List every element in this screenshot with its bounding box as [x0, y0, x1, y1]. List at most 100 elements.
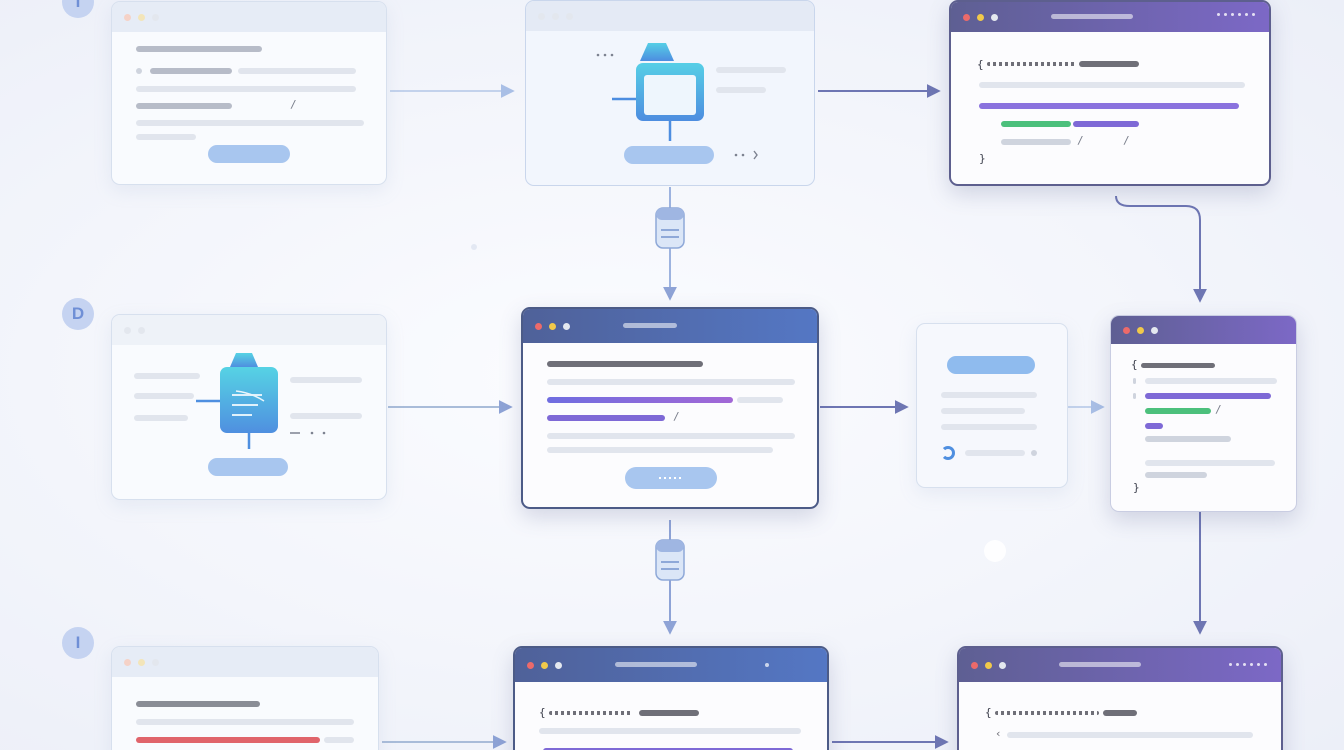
placeholder-line — [136, 46, 262, 52]
placeholder-line — [290, 413, 362, 419]
code-line — [1141, 363, 1215, 368]
window-dot-icon — [552, 12, 559, 20]
code-line — [539, 728, 801, 734]
placeholder-line — [136, 701, 260, 707]
editor-window: / — [521, 307, 819, 509]
window-dot-icon — [152, 13, 159, 21]
progress-line — [547, 397, 733, 403]
placeholder-line — [941, 424, 1037, 430]
code-line — [1145, 393, 1271, 399]
code-line — [987, 62, 1077, 66]
clipboard-window — [525, 0, 815, 186]
window-titlebar — [523, 309, 817, 343]
window-dot-icon — [138, 658, 145, 666]
step-marker-row2: D — [62, 298, 94, 330]
slash-mark: / — [1215, 403, 1222, 416]
titlebar-bar — [1059, 662, 1141, 667]
code-brace: ‹ — [995, 727, 1002, 740]
code-window: { — [513, 646, 829, 750]
window-dot-icon — [124, 658, 131, 666]
more-icon — [1229, 663, 1267, 666]
submit-button[interactable] — [208, 145, 290, 163]
window-dot-icon — [971, 661, 978, 669]
placeholder-line — [941, 392, 1037, 398]
code-line — [1133, 393, 1136, 399]
code-line — [639, 710, 699, 716]
placeholder-line — [547, 447, 773, 453]
code-line — [1145, 460, 1275, 466]
placeholder-line — [134, 373, 200, 379]
placeholder-line — [134, 415, 188, 421]
form-window — [111, 646, 379, 750]
window-dot-icon — [124, 13, 131, 21]
placeholder-line — [547, 433, 795, 439]
window-titlebar — [959, 648, 1281, 682]
placeholder-line — [136, 103, 232, 109]
code-window: { ‹ — [957, 646, 1283, 750]
code-line — [1073, 121, 1139, 127]
window-titlebar — [112, 315, 386, 345]
placeholder-line — [150, 68, 232, 74]
placeholder-line — [1031, 450, 1037, 456]
code-line — [1145, 436, 1231, 442]
code-brace: } — [979, 152, 986, 165]
window-dot-icon — [985, 661, 992, 669]
code-line — [1001, 121, 1071, 127]
error-line — [136, 737, 320, 743]
slash-mark: / — [1123, 134, 1130, 147]
window-dot-icon — [538, 12, 545, 20]
code-line — [979, 82, 1245, 88]
placeholder-line — [136, 120, 364, 126]
code-line — [1103, 710, 1137, 716]
window-dot-icon — [1137, 326, 1144, 334]
placeholder-line — [136, 134, 196, 140]
window-titlebar — [112, 2, 386, 32]
progress-line — [547, 415, 665, 421]
cylinder-connector-icon — [655, 206, 685, 250]
code-line — [1007, 732, 1253, 738]
window-titlebar — [515, 648, 827, 682]
window-titlebar — [951, 2, 1269, 32]
arrow-down-icon — [1115, 195, 1207, 303]
code-brace: { — [977, 58, 984, 71]
loading-spinner-icon — [941, 446, 955, 460]
window-dot-icon — [549, 322, 556, 330]
clipboard-window — [111, 314, 387, 500]
summary-card — [916, 323, 1068, 488]
window-titlebar — [526, 1, 814, 31]
button-dots — [659, 477, 683, 479]
code-brace: { — [539, 706, 546, 719]
step-marker-label: D — [71, 304, 85, 323]
code-line — [1145, 472, 1207, 478]
code-line — [1145, 378, 1277, 384]
window-dot-icon — [1123, 326, 1130, 334]
submit-button[interactable] — [624, 146, 714, 164]
clipboard-icon — [596, 43, 758, 160]
slash-mark: / — [1077, 134, 1084, 147]
form-window: / — [111, 1, 387, 185]
window-dot-icon — [566, 12, 573, 20]
placeholder-line — [136, 86, 356, 92]
window-dot-icon — [152, 658, 159, 666]
titlebar-bar — [615, 662, 697, 667]
window-dot-icon — [124, 326, 131, 334]
submit-button[interactable] — [208, 458, 288, 476]
placeholder-line — [716, 87, 766, 93]
window-dot-icon — [963, 13, 970, 21]
code-brace: { — [985, 706, 992, 719]
window-dot-icon — [535, 322, 542, 330]
placeholder-line — [136, 719, 354, 725]
placeholder-line — [290, 377, 362, 383]
window-dot-icon — [527, 661, 534, 669]
code-line — [1145, 408, 1211, 414]
code-line — [979, 103, 1239, 109]
window-dot-icon — [138, 13, 145, 21]
code-line — [1079, 61, 1139, 67]
code-line — [1145, 423, 1163, 429]
step-marker-label: I — [75, 633, 81, 652]
code-brace: } — [1133, 481, 1140, 494]
code-brace: { — [1131, 358, 1138, 371]
code-line — [1133, 378, 1136, 384]
placeholder-line — [134, 393, 194, 399]
placeholder-line — [238, 68, 356, 74]
